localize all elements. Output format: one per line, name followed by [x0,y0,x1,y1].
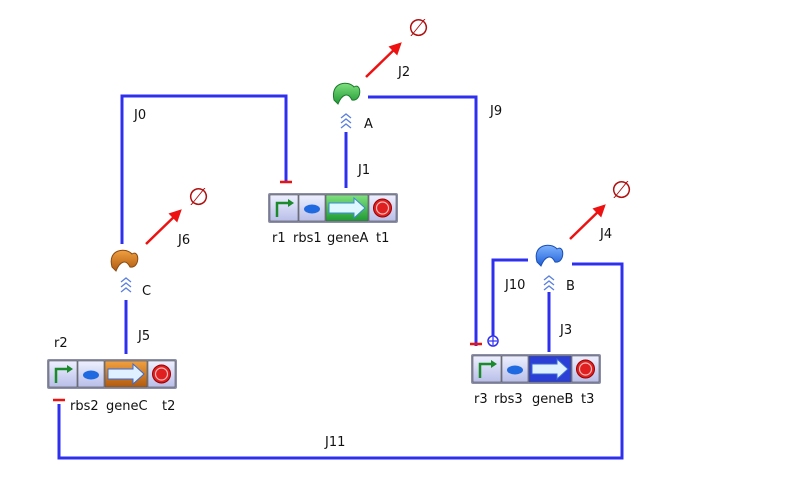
edge-J0[interactable] [120,94,288,244]
gene-block-2[interactable] [47,359,177,389]
reaction-label-J6: J6 [177,233,190,248]
reaction-label-J1: J1 [357,163,370,178]
part-label: geneA [327,231,368,246]
protein-A-icon [332,82,361,105]
reaction-label-J11: J11 [324,435,345,450]
edges [53,42,624,460]
reaction-label-J4: J4 [599,227,612,242]
promoter-icon [54,367,69,383]
part-label-r2: r2 [54,336,68,351]
part-label: t1 [376,231,389,246]
gene-block-3[interactable] [471,354,601,384]
edge-J2[interactable] [365,42,402,78]
cds-arrow-icon [107,362,145,386]
cds-arrow-icon [531,357,569,381]
edge-J10[interactable] [491,258,528,336]
promoter-icon [478,362,493,378]
gene-block-1[interactable] [268,193,398,223]
promoter-icon [275,201,290,217]
part-label: rbs3 [494,392,523,407]
promoter-r2 [48,360,78,388]
part-label: r3 [474,392,488,407]
reaction-label-J5: J5 [137,329,150,344]
species-label-C: C [142,284,151,299]
species-C[interactable]: C [110,249,151,299]
gene-block-3-labels: r3 rbs3 geneB t3 [474,392,594,407]
sink-icon: ∅ [188,183,209,211]
promoter-r3 [472,355,502,383]
part-label: r1 [272,231,286,246]
part-label: geneB [532,392,573,407]
species-label-A: A [364,117,373,132]
species-label-B: B [566,279,575,294]
part-label: rbs1 [293,231,322,246]
edge-J9[interactable] [368,95,478,346]
chevron-icon [120,277,132,293]
reaction-label-J3: J3 [559,323,572,338]
protein-C-icon [110,249,139,272]
protein-B-icon [535,244,564,267]
rbs-icon [304,204,320,214]
cds-arrow-icon [328,196,366,220]
rbs-icon [507,365,523,375]
activation-symbol-J10 [487,335,499,347]
edge-J6[interactable] [145,209,182,245]
sink-icon: ∅ [611,176,632,204]
part-label: rbs2 [70,399,99,414]
gene-block-2-labels: rbs2 geneC t2 [70,399,175,414]
chevron-icon [543,275,555,291]
rbs-icon [83,370,99,380]
sinks: ∅ ∅ ∅ [188,14,632,211]
reaction-label-J9: J9 [489,104,502,119]
edge-J11[interactable] [57,262,624,460]
species-B[interactable]: B [535,244,575,294]
reaction-labels: J0 J1 J2 J3 J4 J5 J6 J9 J10 J11 [133,65,612,450]
part-label: t2 [162,399,175,414]
part-label: geneC [106,399,148,414]
edge-J4[interactable] [569,204,606,240]
promoter-r1 [269,194,299,222]
reaction-label-J0: J0 [133,108,146,123]
sink-icon: ∅ [408,14,429,42]
chevron-icon [340,113,352,129]
production-chevrons [120,113,555,293]
species-A[interactable]: A [332,82,373,132]
gene-block-1-labels: r1 rbs1 geneA t1 [272,231,389,246]
reaction-label-J2: J2 [397,65,410,80]
part-label: t3 [581,392,594,407]
reaction-label-J10: J10 [504,278,525,293]
